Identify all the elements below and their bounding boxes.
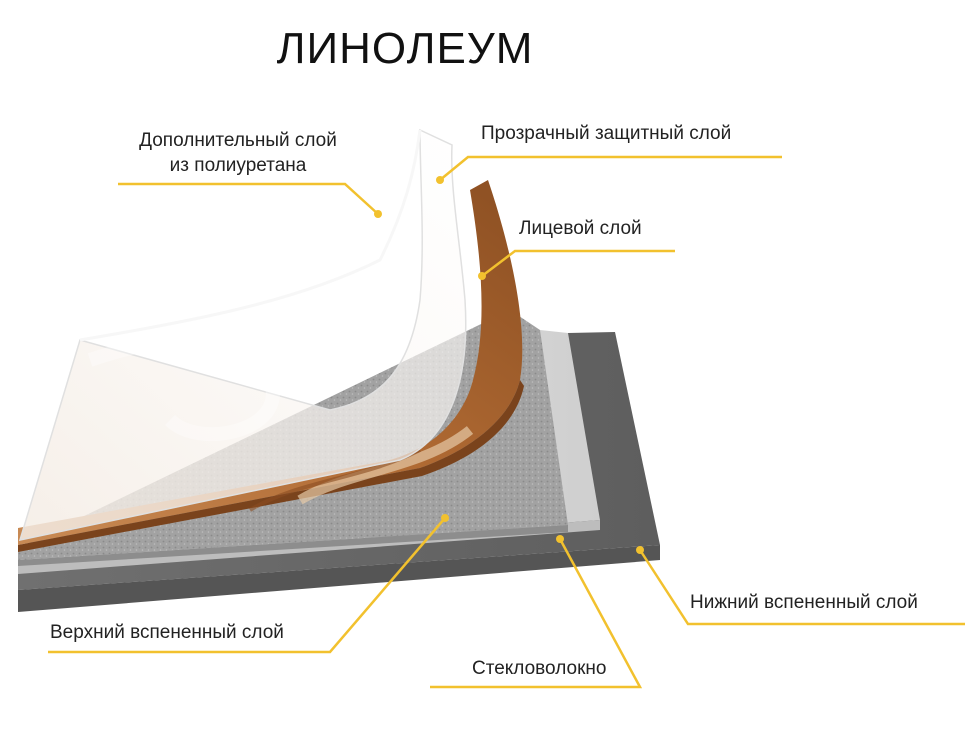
label-polyurethane-line1: Дополнительный слой	[120, 128, 356, 153]
label-protective: Прозрачный защитный слой	[481, 121, 731, 146]
label-polyurethane: Дополнительный слой из полиуретана	[120, 128, 356, 178]
label-polyurethane-line2: из полиуретана	[120, 153, 356, 178]
label-fiberglass: Стекловолокно	[472, 656, 606, 681]
leader-polyurethane	[118, 184, 378, 214]
label-lower-foam: Нижний вспененный слой	[690, 590, 918, 615]
leader-protective	[440, 157, 782, 180]
label-face: Лицевой слой	[519, 216, 642, 241]
label-upper-foam: Верхний вспененный слой	[50, 620, 284, 645]
